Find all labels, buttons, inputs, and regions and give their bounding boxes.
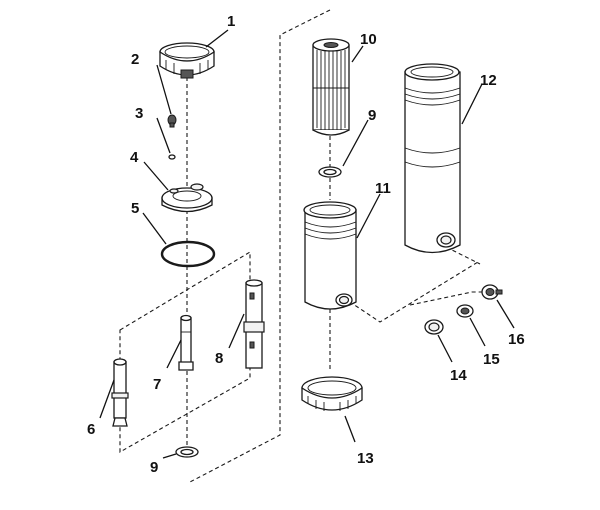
part-air-relief-tube: [111, 358, 129, 427]
part-filter-cartridge: [312, 38, 350, 136]
callout-9-lower: 9: [150, 459, 158, 476]
callout-5: 5: [131, 200, 139, 217]
callout-14: 14: [450, 367, 467, 384]
callout-11: 11: [375, 180, 391, 197]
callout-7: 7: [153, 376, 161, 393]
part-air-relief-valve: [167, 114, 177, 128]
callout-2: 2: [131, 51, 139, 68]
part-union-nut: [424, 319, 444, 335]
part-filter-lid: [161, 183, 213, 213]
part-standpipe: [243, 279, 265, 369]
callout-4: 4: [130, 149, 139, 166]
callout-8: 8: [215, 350, 223, 367]
part-o-ring-lower: [175, 446, 199, 458]
callout-3: 3: [135, 105, 143, 122]
part-body-lock-ring: [301, 376, 363, 411]
callout-9-upper: 9: [368, 107, 376, 124]
callout-10: 10: [360, 31, 377, 48]
part-lid-o-ring: [160, 240, 216, 268]
part-lower-body: [303, 201, 357, 310]
part-small-o-ring: [168, 154, 176, 160]
callout-13: 13: [357, 450, 374, 467]
part-lid-lock-ring: [159, 42, 215, 79]
callout-15: 15: [483, 351, 500, 368]
callout-leader-lines: [99, 29, 515, 459]
callout-16: 16: [508, 331, 525, 348]
part-upper-body: [404, 63, 461, 254]
part-drain-plug: [481, 284, 503, 300]
callout-6: 6: [87, 421, 95, 438]
callout-12: 12: [480, 72, 497, 89]
part-union-tailpiece: [456, 304, 474, 318]
callout-labels: 1 2 3 4 5 6 7 8 9 9 10 11 12 13 14 15 16: [87, 13, 525, 476]
part-center-tube: [178, 314, 194, 371]
callout-1: 1: [227, 13, 235, 30]
part-o-ring-upper: [318, 166, 342, 178]
